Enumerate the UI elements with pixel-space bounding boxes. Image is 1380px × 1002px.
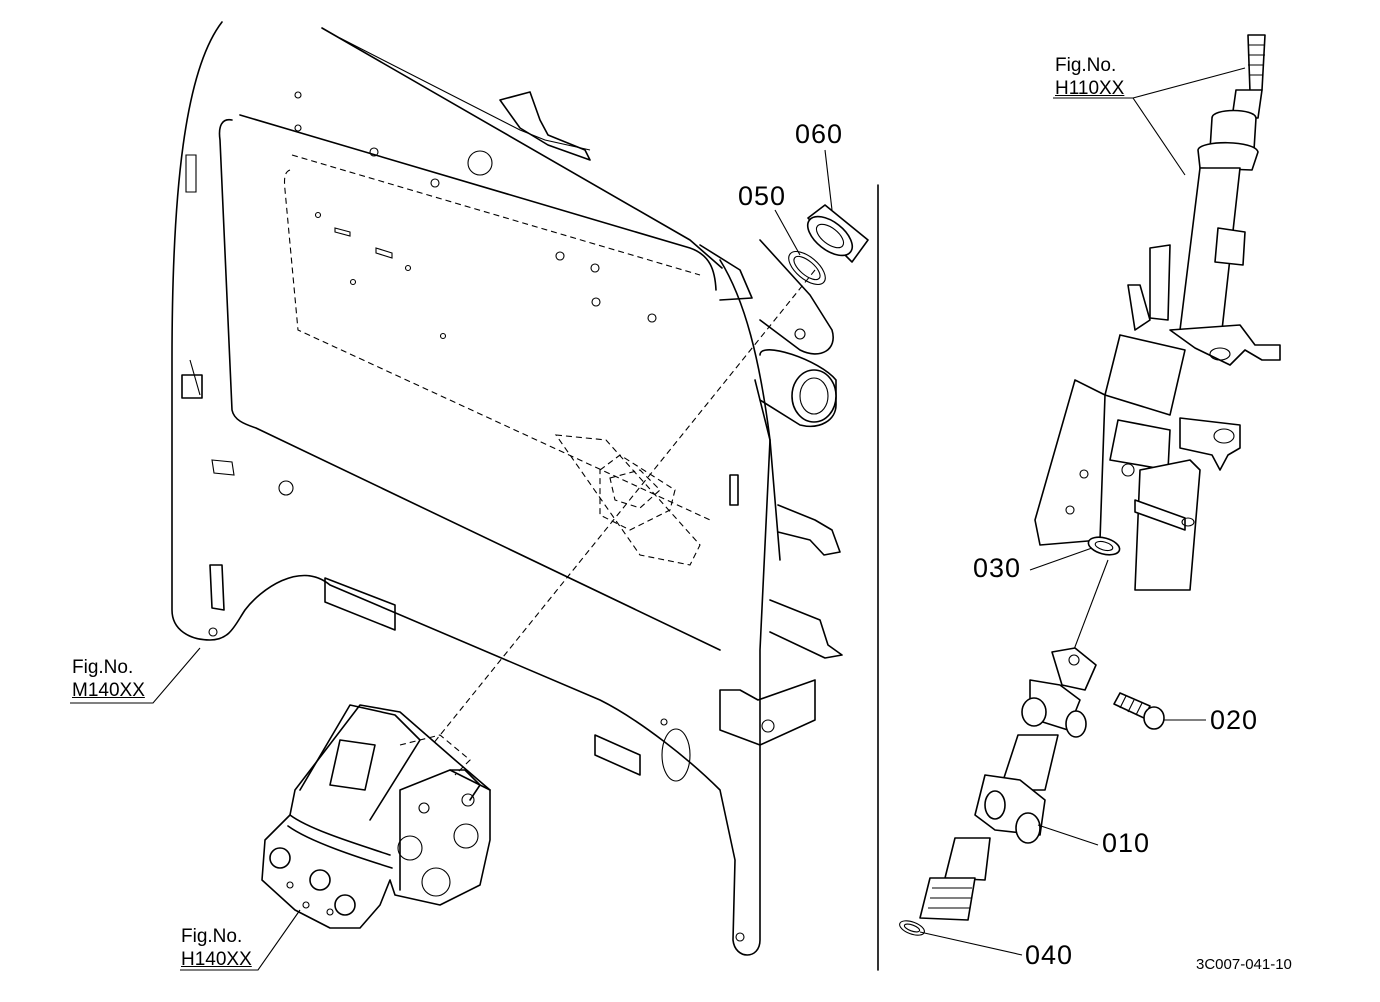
fig-ref-h140-line1: Fig.No. [181, 926, 243, 947]
fig-ref-h110-line2: H110XX [1055, 78, 1125, 99]
fig-ref-m140-line1: Fig.No. [72, 657, 134, 678]
part-label-050: 050 [738, 181, 787, 211]
drawing-code: 3C007-041-10 [1196, 956, 1292, 973]
hidden-valve-outline [554, 434, 701, 566]
center-lines [419, 269, 1109, 761]
part-label-040: 040 [1025, 940, 1074, 970]
part-label-030: 030 [973, 553, 1022, 583]
snap-ring-040 [899, 920, 925, 936]
universal-joint-010 [919, 647, 1097, 921]
fig-ref-m140-line2: M140XX [72, 680, 145, 701]
part-label-010: 010 [1102, 828, 1151, 858]
fig-ref-h110: Fig.No. H110XX [1055, 54, 1124, 100]
fig-ref-h140: Fig.No. H140XX [181, 925, 252, 971]
steering-column [1034, 34, 1281, 591]
leader-lines [70, 67, 1246, 971]
fig-ref-m140: Fig.No. M140XX [72, 656, 145, 702]
fig-ref-h110-line1: Fig.No. [1055, 55, 1117, 76]
frame-panel [171, 21, 843, 956]
oil-seal-060 [806, 204, 869, 263]
part-label-020: 020 [1210, 705, 1259, 735]
part-label-060: 060 [795, 119, 844, 149]
washer-030 [1087, 536, 1121, 556]
fig-ref-h140-line2: H140XX [181, 949, 252, 970]
bolt-020 [1113, 692, 1165, 730]
steering-valve [261, 704, 491, 929]
snap-ring-050 [788, 250, 826, 286]
